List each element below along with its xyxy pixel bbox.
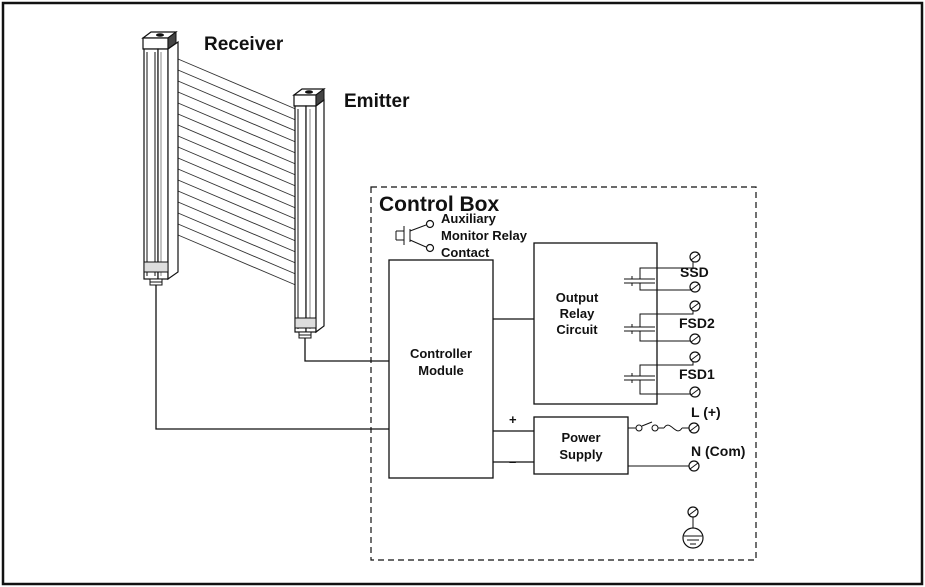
output-label-line1: Output	[556, 290, 599, 305]
emitter-tower	[292, 88, 326, 339]
neutral-terminal-label: N (Com)	[691, 443, 745, 459]
aux-label-line2: Monitor Relay	[441, 228, 528, 243]
output-label-line3: Circuit	[556, 322, 598, 337]
power-label-line1: Power	[561, 430, 600, 445]
fsd1-terminal-label: FSD1	[679, 366, 715, 382]
neutral-terminal-screw	[688, 460, 700, 472]
emitter-cable	[304, 338, 389, 362]
line-terminal-screw	[688, 422, 700, 434]
light-beams	[177, 58, 299, 287]
output-relay-box	[533, 242, 658, 405]
control-box-label: Control Box	[379, 193, 499, 216]
fsd2-terminal-label: FSD2	[679, 315, 715, 331]
power-label-line2: Supply	[559, 447, 603, 462]
aux-label-line3: Contact	[441, 245, 490, 260]
plus-sign: +	[509, 412, 517, 427]
line-terminal-label: L (+)	[691, 404, 721, 420]
controller-module-box	[388, 259, 494, 479]
minus-sign: –	[509, 454, 516, 469]
ground-terminal-screw	[687, 506, 699, 530]
aux-label-line1: Auxiliary	[441, 211, 497, 226]
fsd2-terminal-screws	[689, 300, 701, 345]
receiver-cable	[155, 285, 389, 430]
receiver-tower	[141, 31, 179, 286]
power-supply-box	[533, 416, 629, 475]
control-box-outline	[370, 186, 757, 561]
output-label-line2: Relay	[560, 306, 595, 321]
fsd1-contact	[624, 360, 694, 395]
fsd1-terminal-screws	[689, 351, 701, 398]
line-input-switch-fuse	[628, 421, 690, 432]
receiver-label: Receiver	[204, 34, 284, 55]
auxiliary-relay-symbol	[395, 219, 435, 253]
ssd-terminal-screws	[689, 251, 701, 293]
controller-label-line1: Controller	[410, 346, 472, 361]
ground-icon	[682, 527, 704, 549]
emitter-label: Emitter	[344, 91, 410, 112]
controller-label-line2: Module	[418, 363, 464, 378]
ssd-terminal-label: SSD	[680, 264, 709, 280]
